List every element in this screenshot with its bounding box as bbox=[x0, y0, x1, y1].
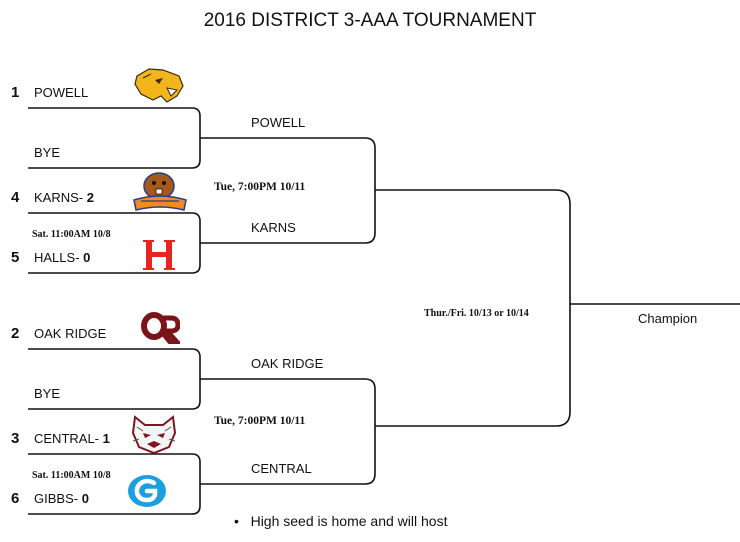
page-title: 2016 DISTRICT 3-AAA TOURNAMENT bbox=[203, 10, 537, 31]
letter-g-logo-icon bbox=[128, 475, 166, 507]
seed-powell: 1 bbox=[11, 84, 20, 101]
seed-halls: 5 bbox=[11, 249, 20, 266]
game-time-central-gibbs: Sat. 11:00AM 10/8 bbox=[32, 470, 111, 481]
team-bye-top: BYE bbox=[34, 145, 61, 160]
champion-label: Champion bbox=[638, 311, 698, 326]
footnote-bullet: • bbox=[234, 513, 239, 529]
advancer-powell: POWELL bbox=[251, 115, 306, 130]
semifinal-time-bottom: Tue, 7:00PM 10/11 bbox=[214, 415, 306, 427]
seed-gibbs: 6 bbox=[11, 490, 20, 507]
team-central-score: 1 bbox=[102, 431, 110, 446]
seed-oak-ridge: 2 bbox=[11, 325, 20, 342]
team-oak-ridge: OAK RIDGE bbox=[34, 326, 107, 341]
beaver-logo-icon bbox=[133, 172, 187, 211]
team-gibbs: GIBBS- 0 bbox=[34, 491, 89, 506]
team-gibbs-name: GIBBS- bbox=[34, 491, 82, 506]
footnote-text: High seed is home and will host bbox=[250, 513, 448, 529]
team-halls-score: 0 bbox=[83, 250, 91, 265]
footnote: • High seed is home and will host bbox=[234, 513, 447, 529]
team-central: CENTRAL- 1 bbox=[34, 431, 110, 446]
advancer-karns: KARNS bbox=[251, 220, 296, 235]
panther-logo-icon bbox=[134, 68, 184, 103]
semifinal-time-top: Tue, 7:00PM 10/11 bbox=[214, 181, 306, 193]
bobcat-logo-icon bbox=[131, 415, 177, 455]
team-karns-name: KARNS- bbox=[34, 190, 87, 205]
final-time: Thur./Fri. 10/13 or 10/14 bbox=[424, 308, 529, 319]
team-karns-score: 2 bbox=[86, 190, 94, 205]
team-powell: POWELL bbox=[34, 85, 89, 100]
game-time-karns-halls: Sat. 11:00AM 10/8 bbox=[32, 229, 111, 240]
team-gibbs-score: 0 bbox=[81, 491, 89, 506]
letter-h-logo-icon bbox=[143, 240, 175, 270]
letters-or-logo-icon bbox=[141, 312, 180, 344]
team-halls: HALLS- 0 bbox=[34, 250, 90, 265]
advancer-oak-ridge: OAK RIDGE bbox=[251, 356, 324, 371]
seed-central: 3 bbox=[11, 430, 20, 447]
team-central-name: CENTRAL- bbox=[34, 431, 103, 446]
bracket-final bbox=[375, 189, 571, 427]
team-karns: KARNS- 2 bbox=[34, 190, 94, 205]
bracket-semifinal-bottom bbox=[200, 378, 376, 485]
advancer-central: CENTRAL bbox=[251, 461, 312, 476]
seed-karns: 4 bbox=[11, 189, 20, 206]
team-bye-bottom: BYE bbox=[34, 386, 61, 401]
team-halls-name: HALLS- bbox=[34, 250, 84, 265]
